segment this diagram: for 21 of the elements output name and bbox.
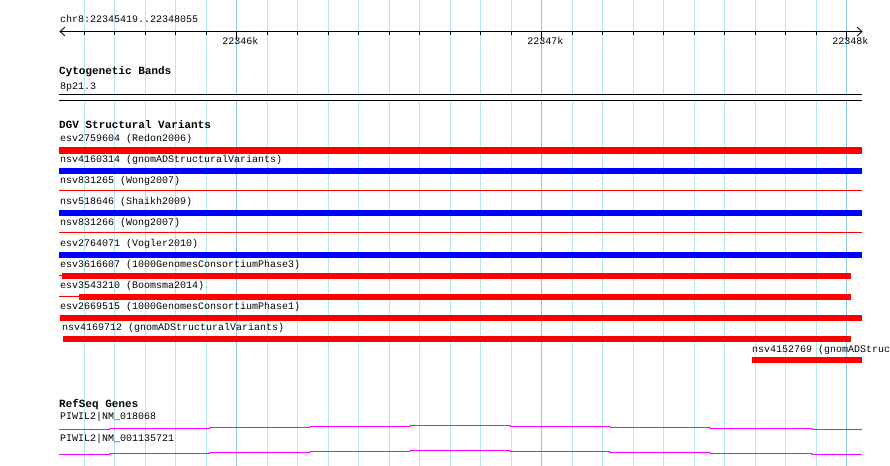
gene-label: PIWIL2|NM_018068 [60,412,156,423]
variant-label: nsv831266 (Wong2007) [60,218,180,229]
tick-label: 22347k [527,37,564,48]
tick-label: 22348k [832,37,868,48]
track-heading: Cytogenetic Bands [59,67,172,78]
gene-label: PIWIL2|NM_001135721 [60,434,174,445]
variant-label: esv2764071 (Vogler2010) [60,239,198,250]
tick-label: 22346k [222,37,258,48]
variant-label: esv3543210 (Boomsma2014) [60,281,204,292]
variant-label: nsv831265 (Wong2007) [60,176,180,187]
variant-label: nsv518646 (Shaikh2009) [60,197,192,208]
variant-label: esv3616607 (1000GenomesConsortiumPhase3) [60,260,300,271]
coordinate-label: chr8:22345419..22348055 [60,15,198,26]
variant-label: esv2669515 (1000GenomesConsortiumPhase1) [60,302,300,313]
track-heading: DGV Structural Variants [59,121,211,132]
variant-label: nsv4169712 (gnomADStructuralVariants) [62,323,284,334]
variant-label: nsv4160314 (gnomADStructuralVariants) [60,155,282,166]
track-heading: RefSeq Genes [59,400,138,411]
variant-label: esv2759604 (Redon2006) [60,134,192,145]
band-label: 8p21.3 [60,82,96,93]
variant-label: nsv4152769 (gnomADStruc [752,345,890,356]
